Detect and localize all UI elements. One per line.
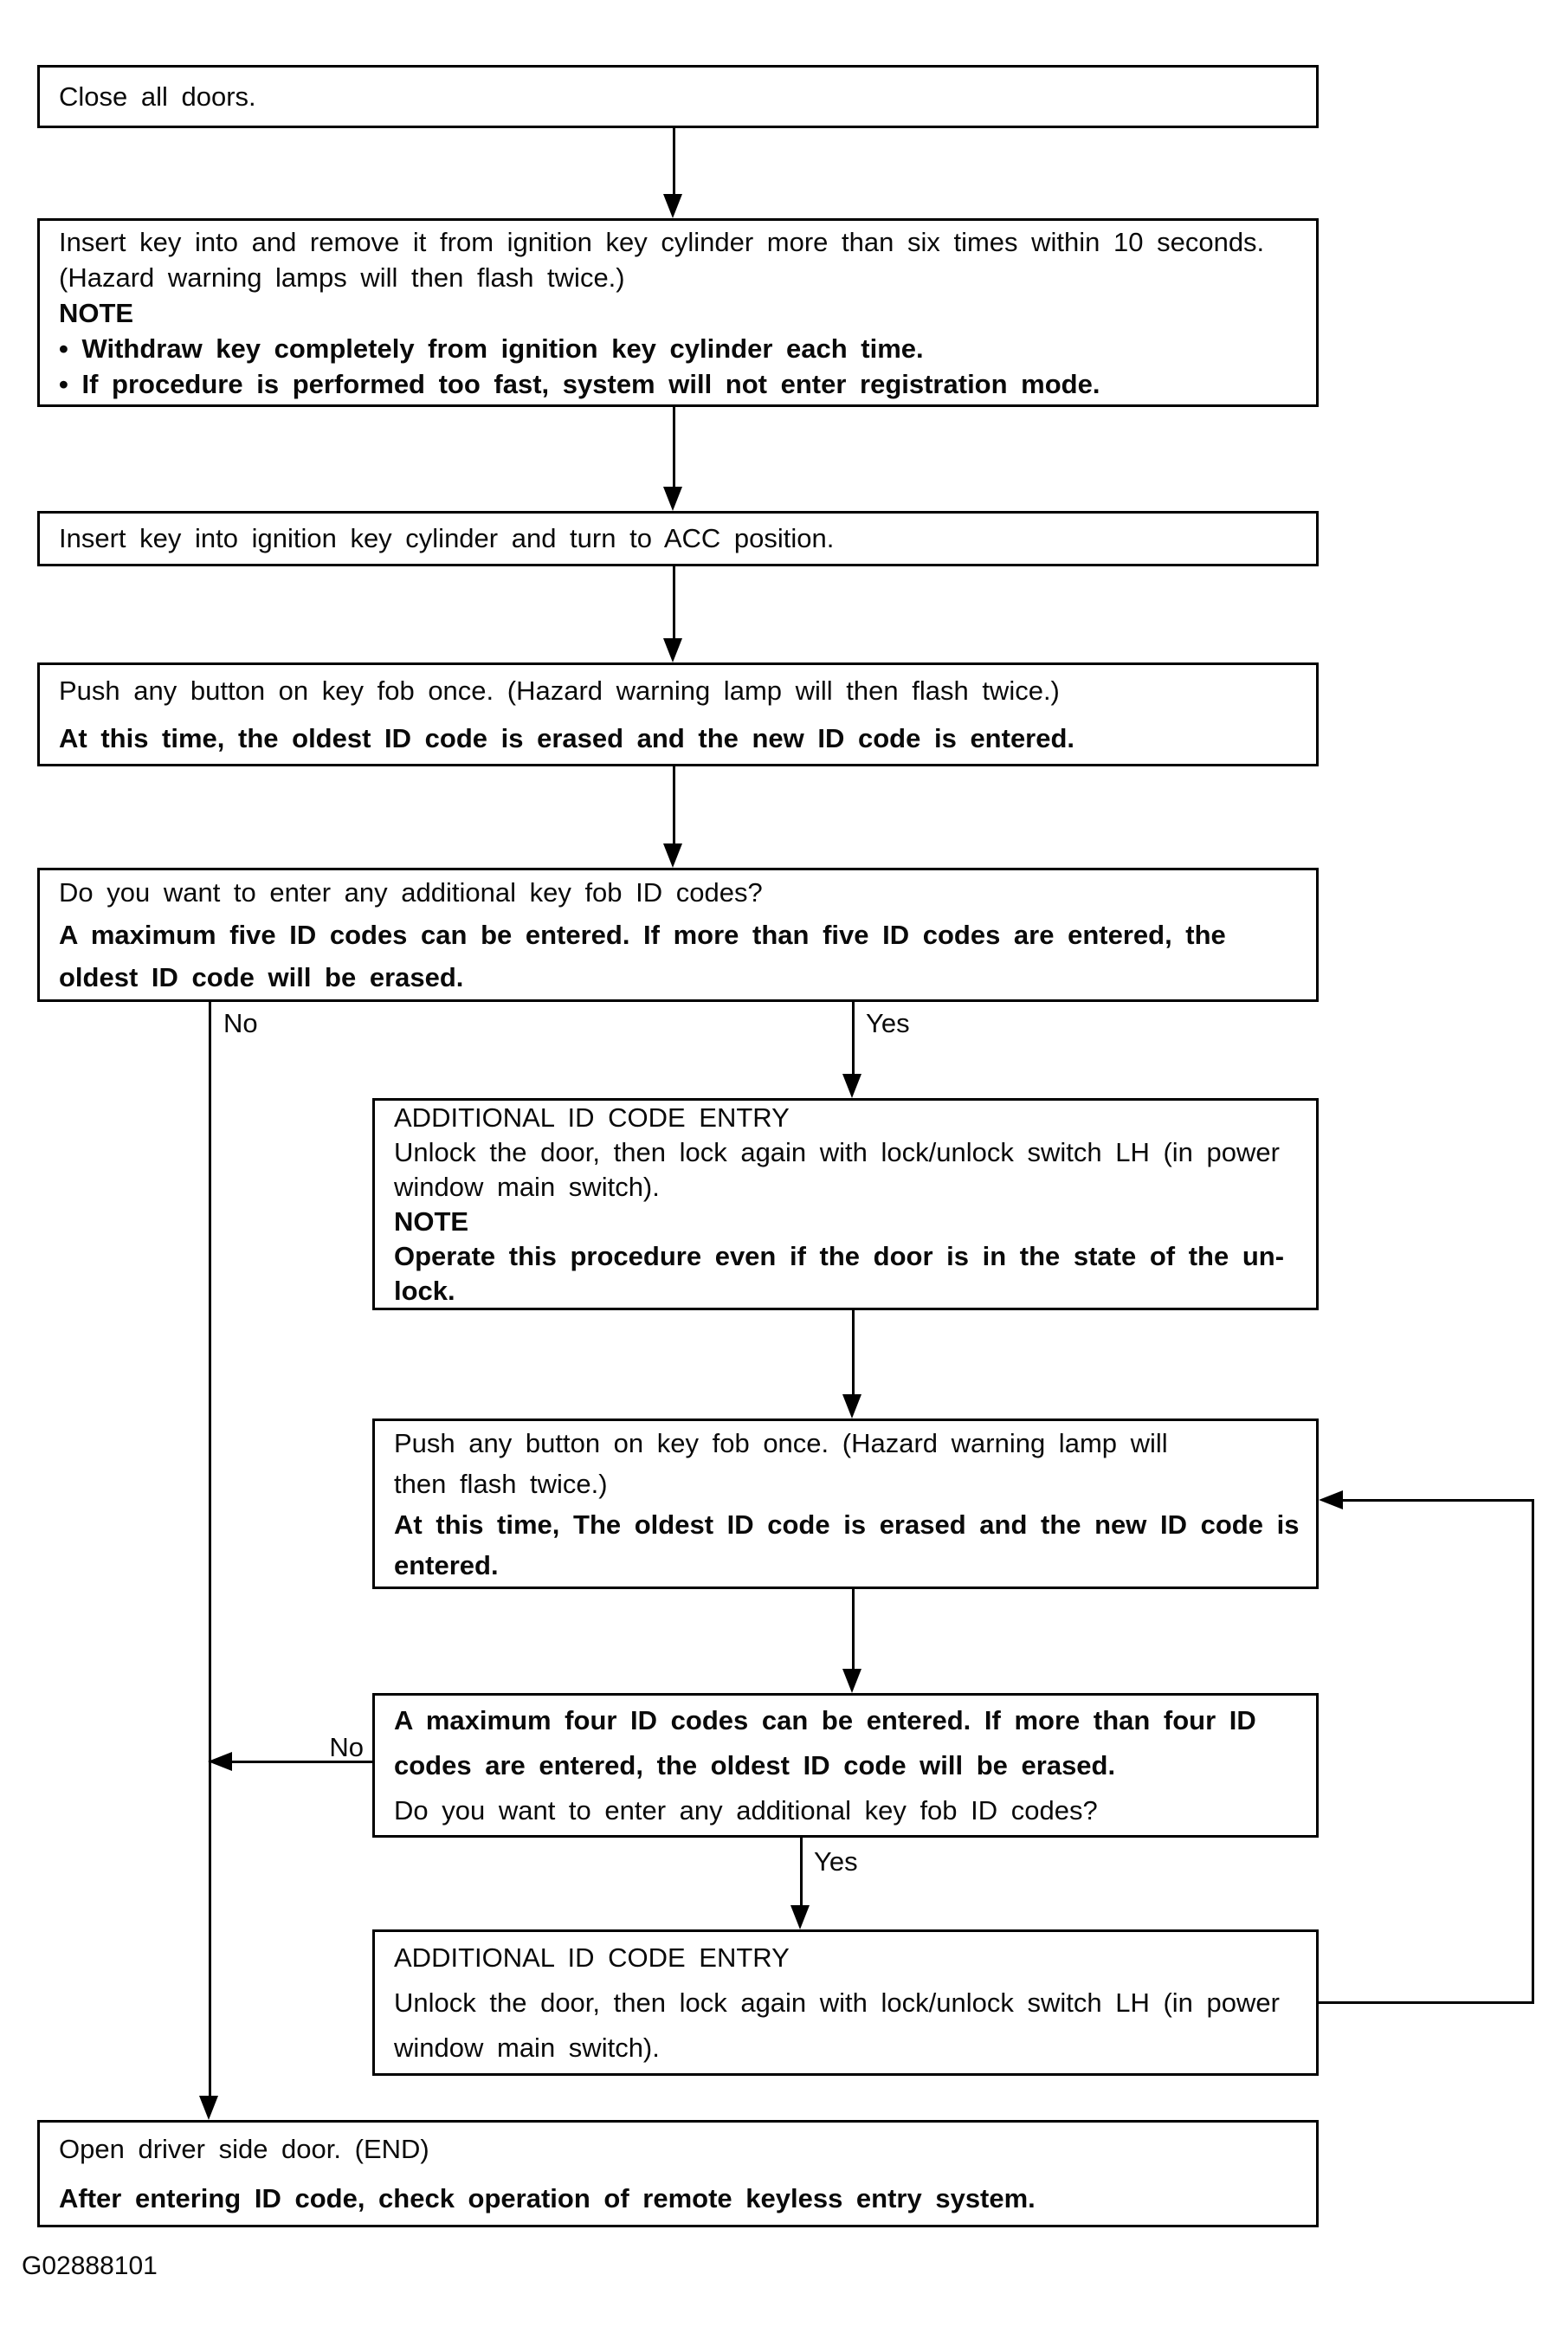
connector-no-branch-first [209,1002,211,2096]
loop-bottom-segment [1319,2001,1534,2004]
node-text-line: Close all doors. [59,81,256,112]
arrowhead-down-icon [199,2096,218,2120]
connector-step2-step3 [673,407,675,487]
arrowhead-down-icon [663,487,682,511]
node-push-button-second: Push any button on key fob once. (Hazard… [372,1419,1319,1589]
arrowhead-down-icon [842,1074,861,1098]
connector-yes-branch-first [852,1002,855,1074]
node-text-line: A maximum five ID codes can be entered. … [59,920,1226,950]
node-text-line: Do you want to enter any additional key … [394,1794,1098,1826]
arrowhead-down-icon [663,843,682,868]
node-push-button-first: Push any button on key fob once. (Hazard… [37,662,1319,766]
node-text-line: Unlock the door, then lock again with lo… [394,1136,1280,1167]
branch-label-yes-first: Yes [866,1008,910,1038]
node-note-bullet: • Withdraw key completely from ignition … [59,333,924,364]
node-title-line: ADDITIONAL ID CODE ENTRY [394,1942,790,1973]
node-text-line: entered. [394,1549,499,1580]
connector-entry1-push2 [852,1310,855,1394]
node-text-line: Insert key into and remove it from ignit… [59,226,1265,257]
node-additional-entry-second: ADDITIONAL ID CODE ENTRY Unlock the door… [372,1929,1319,2076]
node-title-line: ADDITIONAL ID CODE ENTRY [394,1102,790,1133]
node-text-line: then flash twice.) [394,1468,608,1499]
node-note-heading: NOTE [394,1205,469,1237]
node-open-door-end: Open driver side door. (END) After enter… [37,2120,1319,2227]
node-additional-question-first: Do you want to enter any additional key … [37,868,1319,1002]
branch-label-yes-second: Yes [814,1846,858,1877]
branch-label-no-first: No [223,1008,258,1038]
node-insert-key-acc: Insert key into ignition key cylinder an… [37,511,1319,566]
node-text-line: Insert key into ignition key cylinder an… [59,523,835,553]
node-additional-entry-first: ADDITIONAL ID CODE ENTRY Unlock the door… [372,1098,1319,1310]
connector-no-branch-second [232,1761,372,1763]
node-text-line: codes are entered, the oldest ID code wi… [394,1749,1116,1780]
node-text-line: window main switch). [394,2032,660,2063]
figure-id: G02888101 [22,2252,158,2280]
connector-step4-step5 [673,766,675,843]
node-text-line: Push any button on key fob once. (Hazard… [394,1427,1168,1458]
node-text-line: oldest ID code will be erased. [59,962,464,992]
node-text-line: Open driver side door. (END) [59,2134,429,2164]
node-text-line: (Hazard warning lamps will then flash tw… [59,262,625,293]
arrowhead-left-icon [208,1752,232,1771]
loop-top-segment [1343,1499,1534,1502]
connector-yes-branch-second [800,1838,803,1905]
connector-step3-step4 [673,566,675,638]
arrowhead-down-icon [663,194,682,218]
node-insert-remove-key: Insert key into and remove it from ignit… [37,218,1319,407]
node-text-line: After entering ID code, check operation … [59,2183,1036,2213]
node-text-line: Push any button on key fob once. (Hazard… [59,675,1060,706]
node-text-line: A maximum four ID codes can be entered. … [394,1704,1256,1735]
connector-step1-step2 [673,128,675,196]
node-note-bullet: • If procedure is performed too fast, sy… [59,368,1100,399]
node-note-heading: NOTE [59,297,134,328]
arrowhead-down-icon [842,1394,861,1419]
node-text-line: At this time, the oldest ID code is eras… [59,723,1075,753]
arrowhead-left-icon [1319,1490,1343,1509]
node-note-line: lock. [394,1275,455,1306]
node-text-line: Do you want to enter any additional key … [59,877,763,908]
node-text-line: At this time, The oldest ID code is eras… [394,1509,1300,1540]
node-text-line: window main switch). [394,1171,660,1202]
loop-vertical-segment [1532,1499,1534,2004]
connector-push2-question2 [852,1589,855,1669]
node-close-all-doors: Close all doors. [37,65,1319,128]
branch-label-no-second: No [329,1732,364,1762]
node-text-line: Unlock the door, then lock again with lo… [394,1987,1280,2018]
arrowhead-down-icon [790,1905,810,1929]
node-note-line: Operate this procedure even if the door … [394,1240,1285,1271]
arrowhead-down-icon [663,638,682,662]
node-additional-question-second: A maximum four ID codes can be entered. … [372,1693,1319,1838]
arrowhead-down-icon [842,1669,861,1693]
